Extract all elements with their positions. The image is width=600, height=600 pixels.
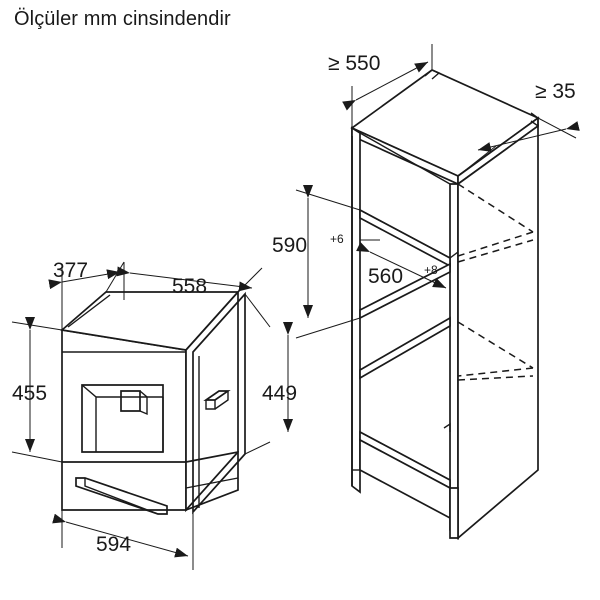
ext-455-a: [11, 321, 63, 331]
drawer-handle-inner: [84, 478, 159, 515]
hidden-shelf-4-back: [457, 375, 534, 381]
appliance-base-right: [185, 450, 239, 511]
ext-449-b: [244, 441, 271, 455]
dim-label-449: 449: [262, 382, 297, 405]
cabinet-dimensions: ≥ 550 ≥ 35 590 +6 560 +8: [272, 44, 580, 339]
cabinet-body: [350, 69, 540, 541]
dimline-558: [116, 266, 253, 292]
cabinet-top-notch-left: [424, 69, 441, 80]
dim-label-550: ≥ 550: [328, 52, 380, 75]
appliance-top-edge-detail: [67, 294, 111, 328]
hidden-shelf-2-back: [457, 239, 534, 263]
appliance-body: [60, 289, 246, 515]
dim-label-558: 558: [172, 275, 207, 298]
dimline-377: [48, 269, 121, 290]
cabinet-right-side-panel: [457, 124, 539, 540]
side-handle-recess-depth: [205, 400, 216, 410]
dimline-594: [52, 513, 189, 558]
ext-377-b: [105, 261, 125, 293]
ext-449-a: [244, 293, 271, 328]
cabinet-shelf-upper-edge: [359, 209, 451, 259]
dim-label-590: 590: [272, 234, 307, 257]
dim-label-594: 594: [96, 533, 131, 556]
cabinet-right-post: [449, 183, 459, 541]
cabinet-plinth-right: [449, 487, 459, 539]
cabinet-left-stile: [351, 126, 361, 494]
dim-sup-590: +6: [330, 232, 344, 246]
coffee-spout-side: [139, 390, 148, 416]
cabinet-shelf-upper-front: [359, 208, 451, 268]
cabinet-shelf-upper-right: [449, 251, 459, 259]
dim-label-377: 377: [53, 259, 88, 282]
cabinet-shelf-lower-front: [359, 316, 451, 380]
dimline-560: [356, 241, 447, 289]
appliance-base-seam: [185, 477, 239, 489]
ext-590-a: [295, 189, 361, 211]
units-note: Ölçüler mm cinsindendir: [14, 8, 231, 30]
dimline-550: [342, 61, 429, 111]
cabinet-post-notch: [443, 422, 451, 432]
dimline-35: [477, 121, 580, 152]
dim-label-35: ≥ 35: [535, 80, 576, 103]
cabinet-inner-top-diagonal: [359, 132, 451, 185]
ext-35-a: [537, 117, 577, 139]
dim-label-560: 560: [368, 265, 403, 288]
hidden-shelf-3-back: [457, 321, 534, 369]
ext-455-b: [11, 451, 63, 463]
hidden-shelf-1-back: [457, 183, 534, 233]
ext-558-b: [237, 267, 263, 293]
dim-label-455: 455: [12, 382, 47, 405]
dim-sup-560: +8: [424, 263, 438, 277]
appliance-dimensions: 377 558 455 449 594: [11, 259, 297, 570]
cabinet-bottom-edge: [359, 431, 451, 481]
hidden-shelf-3-return: [457, 367, 534, 377]
side-handle-recess-back: [214, 391, 229, 410]
ext-590-b: [295, 317, 361, 339]
hidden-shelf-1-return: [457, 231, 534, 257]
appliance-front-panel: [61, 329, 187, 511]
